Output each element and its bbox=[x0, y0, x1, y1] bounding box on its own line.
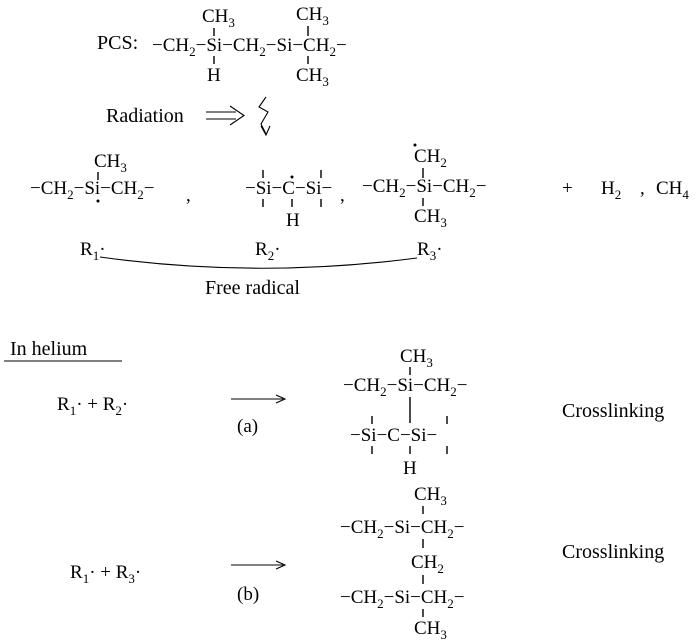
lightning-arrow-icon bbox=[258, 96, 271, 137]
radiation-label: Radiation bbox=[106, 105, 184, 127]
r3-chain: −CH2−Si−CH2− bbox=[362, 176, 487, 200]
reaction-a-tag: (a) bbox=[237, 416, 258, 437]
r1-ch3: CH3 bbox=[94, 151, 127, 175]
reaction-a-reactants: R1· + R2· bbox=[57, 394, 128, 418]
product-b-mid-ch2: CH2 bbox=[411, 552, 444, 576]
pcs-chain: −CH2−Si−CH2−Si−CH2− bbox=[152, 35, 347, 59]
separator-1: , bbox=[186, 185, 191, 206]
r2-chain: −Si−C−Si− bbox=[245, 178, 332, 199]
plus-sign: + bbox=[562, 178, 573, 199]
product-a-bottom-chain: −Si−C−Si− bbox=[350, 425, 437, 446]
double-arrow-icon bbox=[206, 105, 245, 126]
pcs-label: PCS: bbox=[97, 32, 138, 54]
ch4-label: CH4 bbox=[656, 178, 689, 202]
pcs-h-bottom: H bbox=[207, 65, 221, 86]
radicals-row: CH3 −CH2−Si−CH2− , −Si−C−Si− H , CH2 −CH… bbox=[30, 143, 689, 299]
pcs-ch3-top-2: CH3 bbox=[296, 4, 329, 28]
pcs-structure: PCS: CH3 CH3 −CH2−Si−CH2−Si−CH2− H CH3 bbox=[97, 4, 347, 89]
radiation-step: Radiation bbox=[106, 96, 271, 137]
r1-chain: −CH2−Si−CH2− bbox=[30, 178, 155, 202]
product-a-ch3: CH3 bbox=[400, 346, 433, 370]
product-b-ch3-top: CH3 bbox=[414, 484, 447, 508]
helium-heading: In helium bbox=[10, 338, 88, 360]
r3-label: R3· bbox=[417, 239, 443, 263]
r1-radical-dot bbox=[96, 199, 100, 203]
reaction-b-arrow-icon bbox=[231, 560, 287, 570]
r2-radical-dot bbox=[290, 175, 294, 179]
comma: , bbox=[640, 178, 645, 199]
separator-2: , bbox=[340, 185, 345, 206]
reaction-a-arrow-icon bbox=[231, 394, 287, 404]
reaction-b-tag: (b) bbox=[237, 584, 259, 605]
r2-label: R2· bbox=[255, 239, 281, 263]
product-a-top-chain: −CH2−Si−CH2− bbox=[343, 375, 468, 399]
r3-ch2: CH2 bbox=[414, 146, 447, 170]
r3-ch3: CH3 bbox=[414, 206, 447, 230]
pcs-ch3-bottom-2: CH3 bbox=[296, 65, 329, 89]
product-b-bottom-chain: −CH2−Si−CH2− bbox=[340, 587, 465, 611]
reaction-a-result: Crosslinking bbox=[562, 400, 664, 422]
helium-section: In helium R1· + R2· (a) CH3 −CH2−Si−CH2−… bbox=[4, 338, 664, 642]
r2-h: H bbox=[286, 210, 300, 231]
reaction-b-reactants: R1· + R3· bbox=[70, 562, 141, 586]
free-radical-brace bbox=[99, 256, 418, 269]
pcs-ch3-top-1: CH3 bbox=[202, 6, 235, 30]
product-a-h: H bbox=[403, 458, 417, 479]
reaction-b-result: Crosslinking bbox=[562, 541, 664, 563]
reaction-a: R1· + R2· (a) CH3 −CH2−Si−CH2− −Si−C−Si−… bbox=[57, 346, 664, 479]
free-radical-label: Free radical bbox=[205, 277, 300, 299]
product-b-ch3-bottom: CH3 bbox=[414, 618, 447, 642]
product-b-top-chain: −CH2−Si−CH2− bbox=[340, 517, 465, 541]
r3-radical-dot bbox=[413, 143, 417, 147]
reaction-b: R1· + R3· (b) CH3 −CH2−Si−CH2− CH2 −CH2−… bbox=[70, 484, 664, 642]
h2-label: H2 bbox=[601, 178, 621, 202]
r1-label: R1· bbox=[80, 239, 106, 263]
